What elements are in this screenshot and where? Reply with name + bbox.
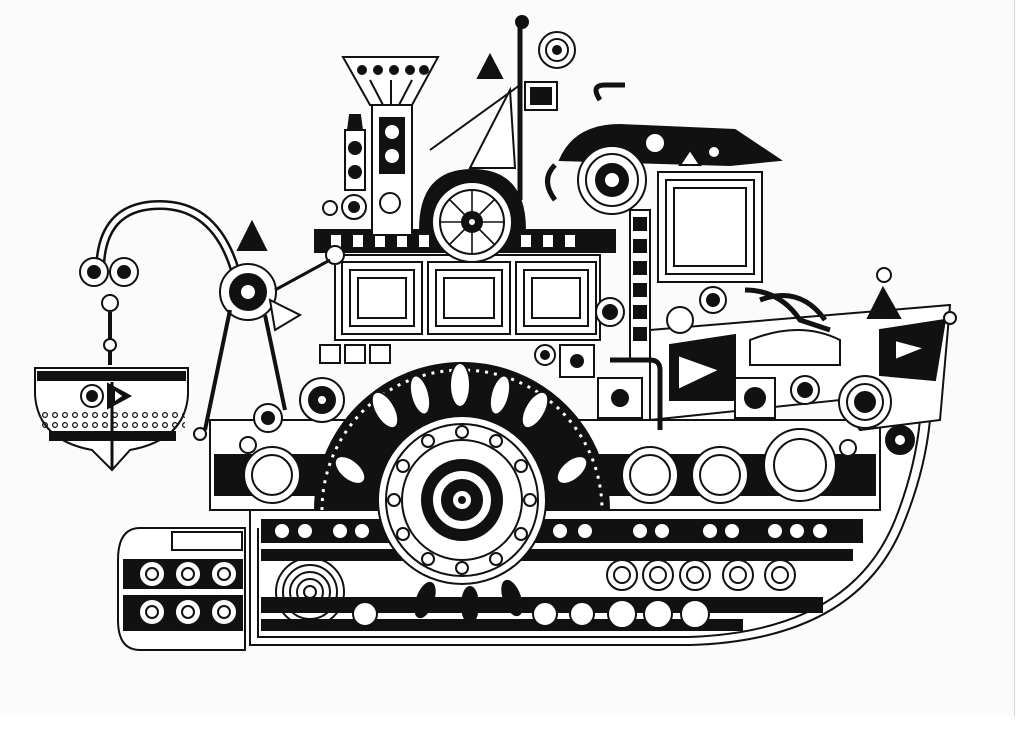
bow-machinery [649,267,957,455]
funnel-chimney [341,56,440,236]
gears-and-bolts [239,192,857,457]
mast [429,15,576,200]
tail-platform [117,527,246,651]
bucket [34,367,189,472]
wheelhouse [558,123,783,361]
pipes [545,82,831,430]
flywheel [418,168,527,263]
crane-arm [79,199,331,441]
scan-margin [0,716,1024,745]
paddle-wheel [313,362,611,624]
cabin [314,229,616,341]
